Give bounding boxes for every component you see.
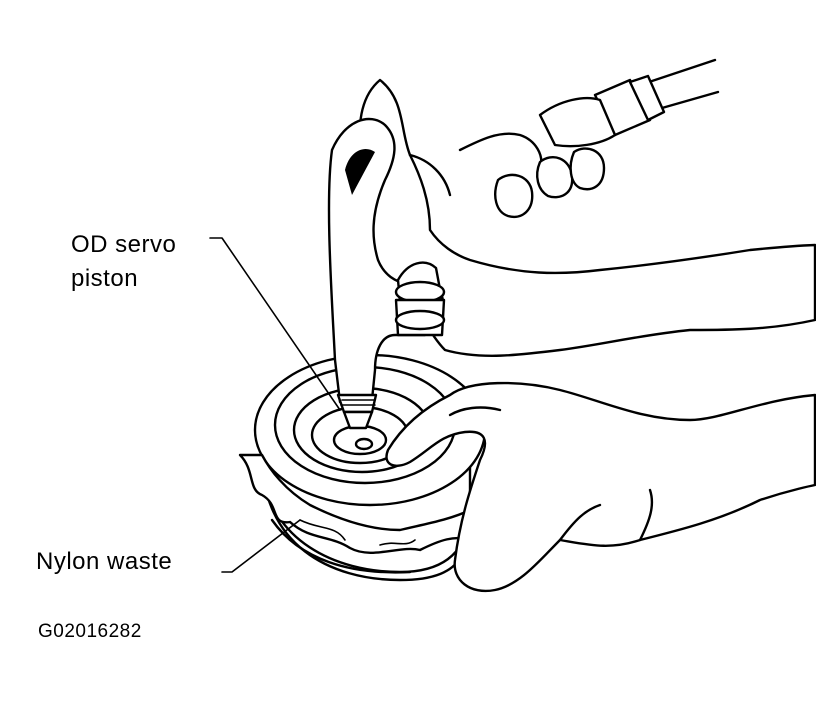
od-servo-piston-label: OD servo piston bbox=[71, 228, 176, 296]
leader-lines bbox=[209, 237, 341, 573]
hand-lower bbox=[385, 381, 816, 593]
od-servo-piston-label-line1: OD servo bbox=[71, 231, 177, 258]
nylon-waste-cloth bbox=[238, 453, 472, 554]
nylon-waste-label: Nylon waste bbox=[36, 548, 173, 575]
air-gun bbox=[327, 58, 720, 430]
od-servo-piston-label-line2: piston bbox=[71, 265, 139, 292]
figure-code: G02016282 bbox=[38, 621, 142, 642]
